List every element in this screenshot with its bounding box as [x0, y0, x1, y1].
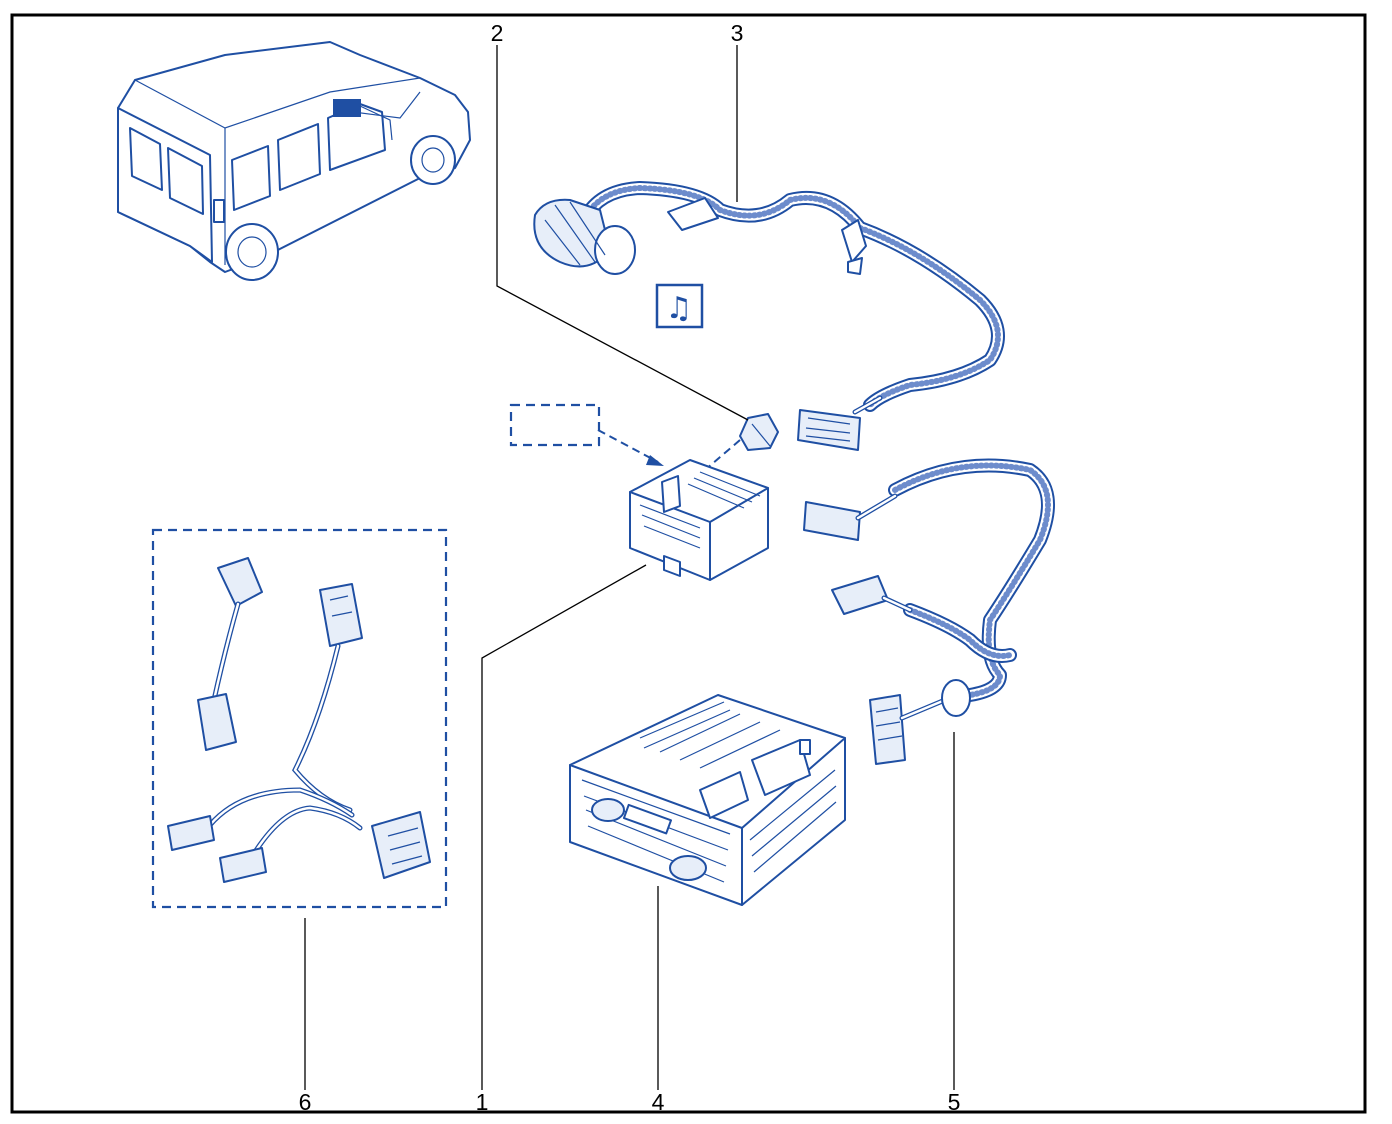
audio-symbol-box [655, 283, 704, 329]
callout-4: 4 [652, 1089, 665, 1115]
callout-3: 3 [731, 20, 744, 46]
callout-6: 6 [299, 1089, 312, 1115]
radio-location-marker [333, 99, 361, 117]
leader-1 [481, 564, 647, 1090]
leader-lines [304, 45, 955, 1090]
callout-2: 2 [491, 20, 504, 46]
radio-unit-4 [569, 694, 846, 906]
antenna-harness-3 [533, 181, 1005, 451]
vehicle-illustration [117, 41, 471, 281]
dashed-location-box [509, 403, 601, 447]
adapter-kit-6 [167, 557, 431, 883]
adapter-kit-box [151, 528, 448, 909]
callout-1: 1 [476, 1089, 489, 1115]
leader-2 [496, 45, 749, 421]
arrow-head [646, 455, 664, 466]
clip-arrow-line [704, 439, 741, 471]
clip-2 [739, 413, 779, 451]
radio-harness-5 [803, 458, 1055, 765]
diagram-border [10, 13, 1367, 1114]
connector-housing-1 [629, 459, 769, 581]
location-arrow [597, 429, 659, 463]
music-note-icon: ♫ [666, 291, 693, 326]
callout-5: 5 [948, 1089, 961, 1115]
